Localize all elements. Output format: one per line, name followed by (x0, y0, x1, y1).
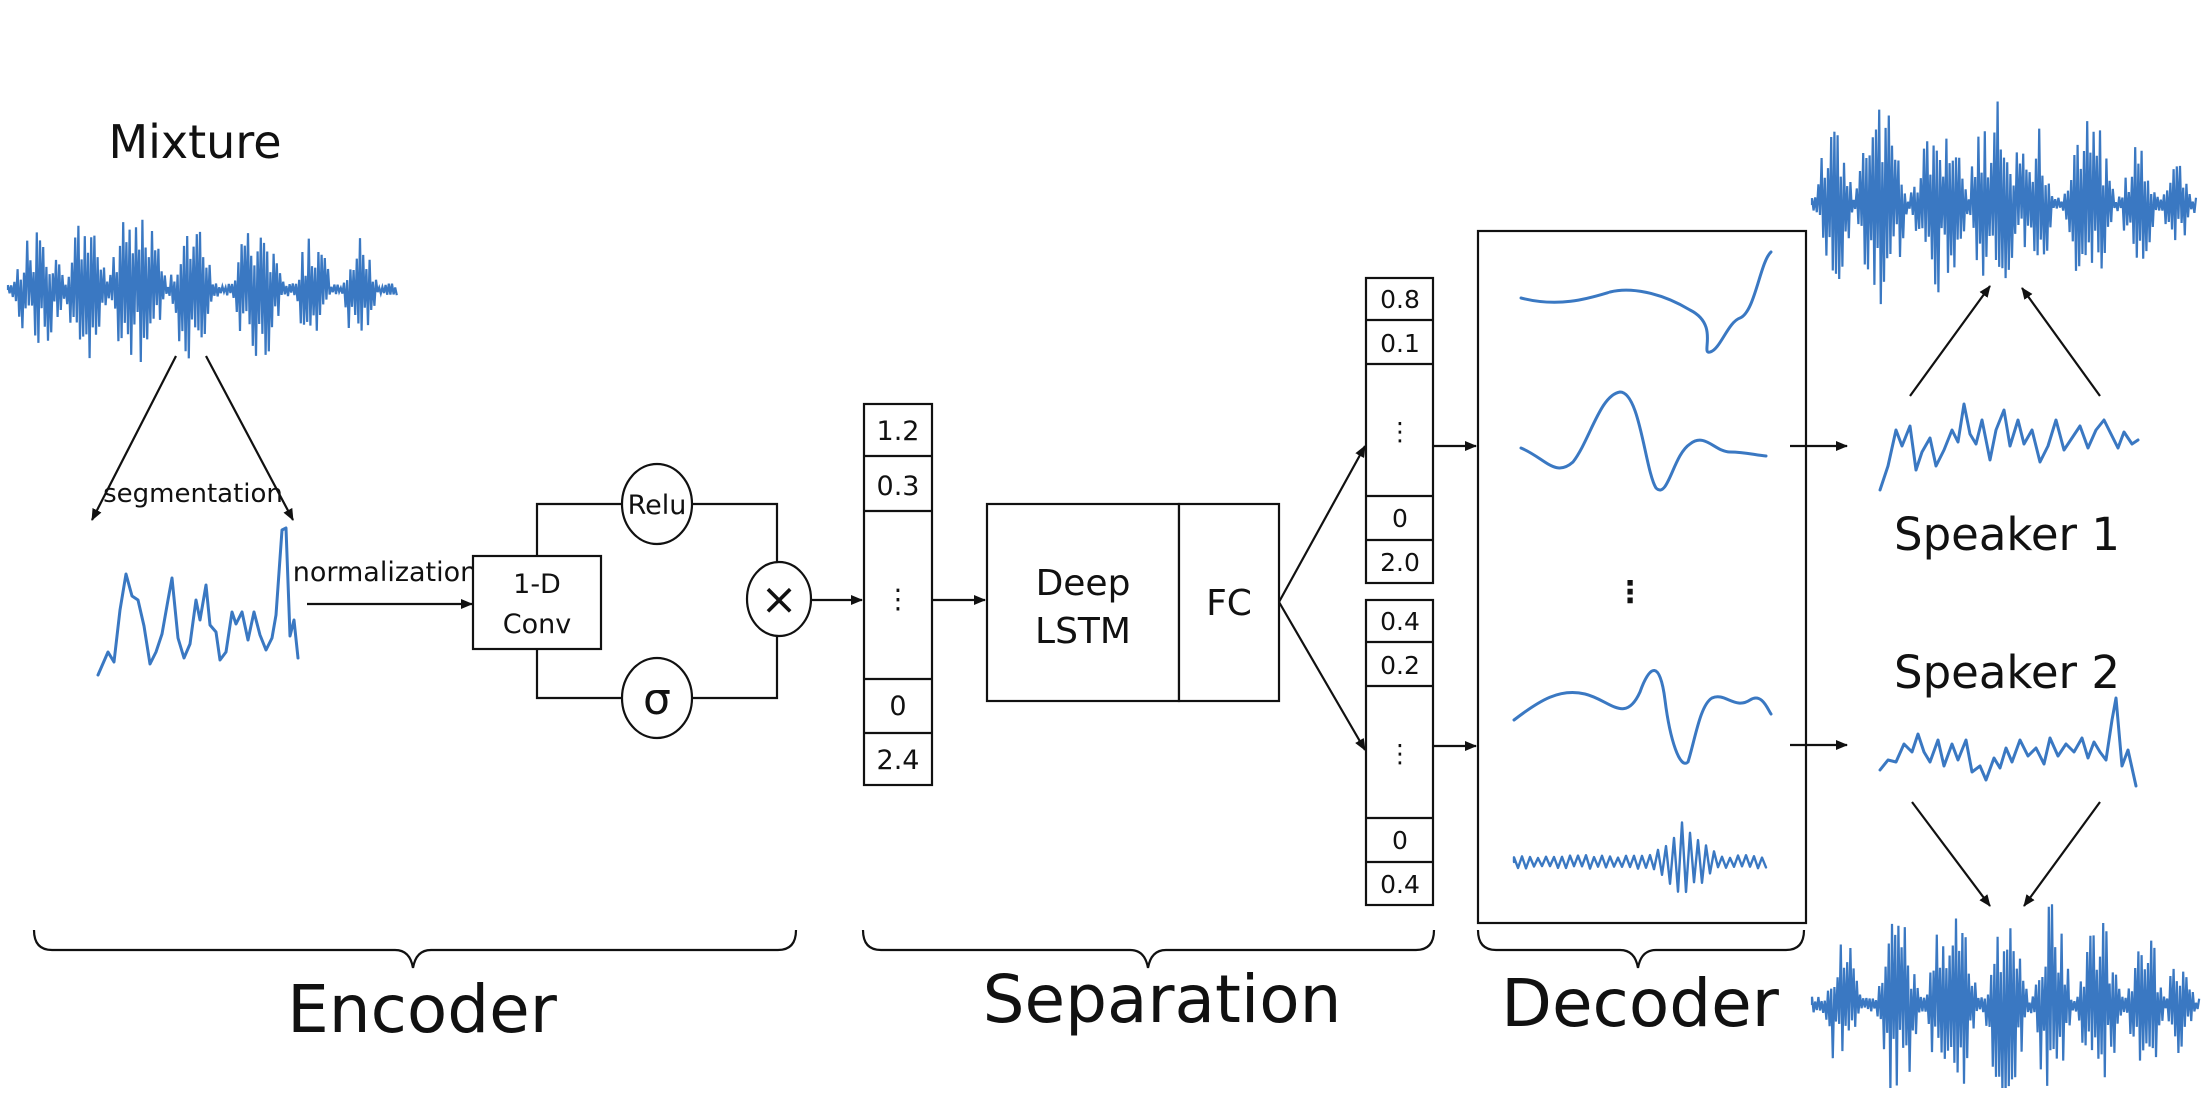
speaker1-label: Speaker 1 (1894, 508, 2120, 561)
mask-ellipsis: ⋮ (1388, 739, 1413, 768)
mask-cell: 0.4 (1380, 607, 1420, 636)
conv-label-line2: Conv (503, 609, 571, 640)
deep-lstm-block (985, 502, 1181, 703)
separation-brace (861, 929, 1436, 969)
vector-cell: 1.2 (877, 416, 920, 447)
lstm-label-line2: LSTM (1035, 611, 1131, 652)
mask-ellipsis: ⋮ (1388, 417, 1413, 446)
vector-cell: 0.3 (877, 471, 920, 502)
segmentation-arrow-right (205, 355, 294, 521)
conv-1d-block (471, 554, 603, 651)
encoder-output-vector: 1.2 0.3 ⋮ 0 2.4 (862, 402, 934, 787)
gate-branch-wires (535, 502, 779, 700)
vector-cell: 2.4 (877, 745, 920, 776)
fc-label: FC (1206, 583, 1252, 624)
speaker2-segment-waveform (1878, 696, 2138, 788)
mask-cell: 2.0 (1380, 548, 1420, 577)
mask-vector-2: 0.4 0.2 ⋮ 0 0.4 (1364, 598, 1435, 907)
vector-ellipsis: ⋮ (885, 584, 912, 615)
basis-waveform-3 (1512, 669, 1773, 765)
multiply-symbol: × (761, 574, 798, 625)
basis-waveform-1 (1519, 250, 1773, 354)
decoder-block (1476, 229, 1808, 925)
decoder-stage-label: Decoder (1501, 965, 1780, 1042)
basis-waveform-2 (1519, 390, 1768, 492)
mask-vector-1: 0.8 0.1 ⋮ 0 2.0 (1364, 276, 1435, 585)
mask-cell: 0 (1392, 826, 1408, 855)
fc-block (1177, 502, 1281, 703)
separation-stage-label: Separation (983, 961, 1342, 1038)
sigmoid-node (620, 656, 694, 740)
decoder-ellipsis: ⋮ (1615, 575, 1645, 610)
relu-node (620, 462, 694, 546)
speaker1-segment-waveform (1878, 402, 2140, 492)
encoder-brace (32, 929, 798, 969)
speaker2-assembly-arrow-left (1911, 801, 1991, 907)
conv-label-line1: 1-D (513, 569, 561, 600)
basis-waveform-4 (1512, 821, 1768, 894)
segmentation-label: segmentation (103, 479, 283, 509)
segment-waveform (96, 526, 300, 677)
fc-to-mask1-arrow (1278, 445, 1366, 603)
mask-cell: 0.8 (1380, 285, 1420, 314)
mask-cell: 0.1 (1380, 329, 1420, 358)
speaker1-assembly-arrow-right (2021, 287, 2101, 397)
mask-cell: 0.2 (1380, 651, 1420, 680)
lstm-label-line1: Deep (1036, 563, 1131, 604)
speaker1-output-waveform (1810, 101, 2198, 305)
decoder-brace (1476, 929, 1806, 969)
speaker2-assembly-arrow-right (2023, 801, 2101, 907)
speaker2-output-waveform (1810, 904, 2201, 1093)
mask-cell: 0.4 (1380, 870, 1420, 899)
encoder-stage-label: Encoder (287, 971, 558, 1048)
relu-label: Relu (628, 490, 687, 521)
fc-to-mask2-arrow (1278, 601, 1366, 751)
speaker2-label: Speaker 2 (1894, 646, 2120, 699)
speaker1-assembly-arrow-left (1909, 285, 1991, 397)
segmentation-arrow-left (91, 355, 177, 521)
mixture-label: Mixture (108, 115, 281, 169)
mask-cell: 0 (1392, 504, 1408, 533)
normalization-label: normalization (293, 557, 478, 588)
mixture-waveform (6, 219, 398, 363)
sigmoid-label: σ (643, 674, 671, 725)
vector-cell: 0 (889, 691, 906, 722)
